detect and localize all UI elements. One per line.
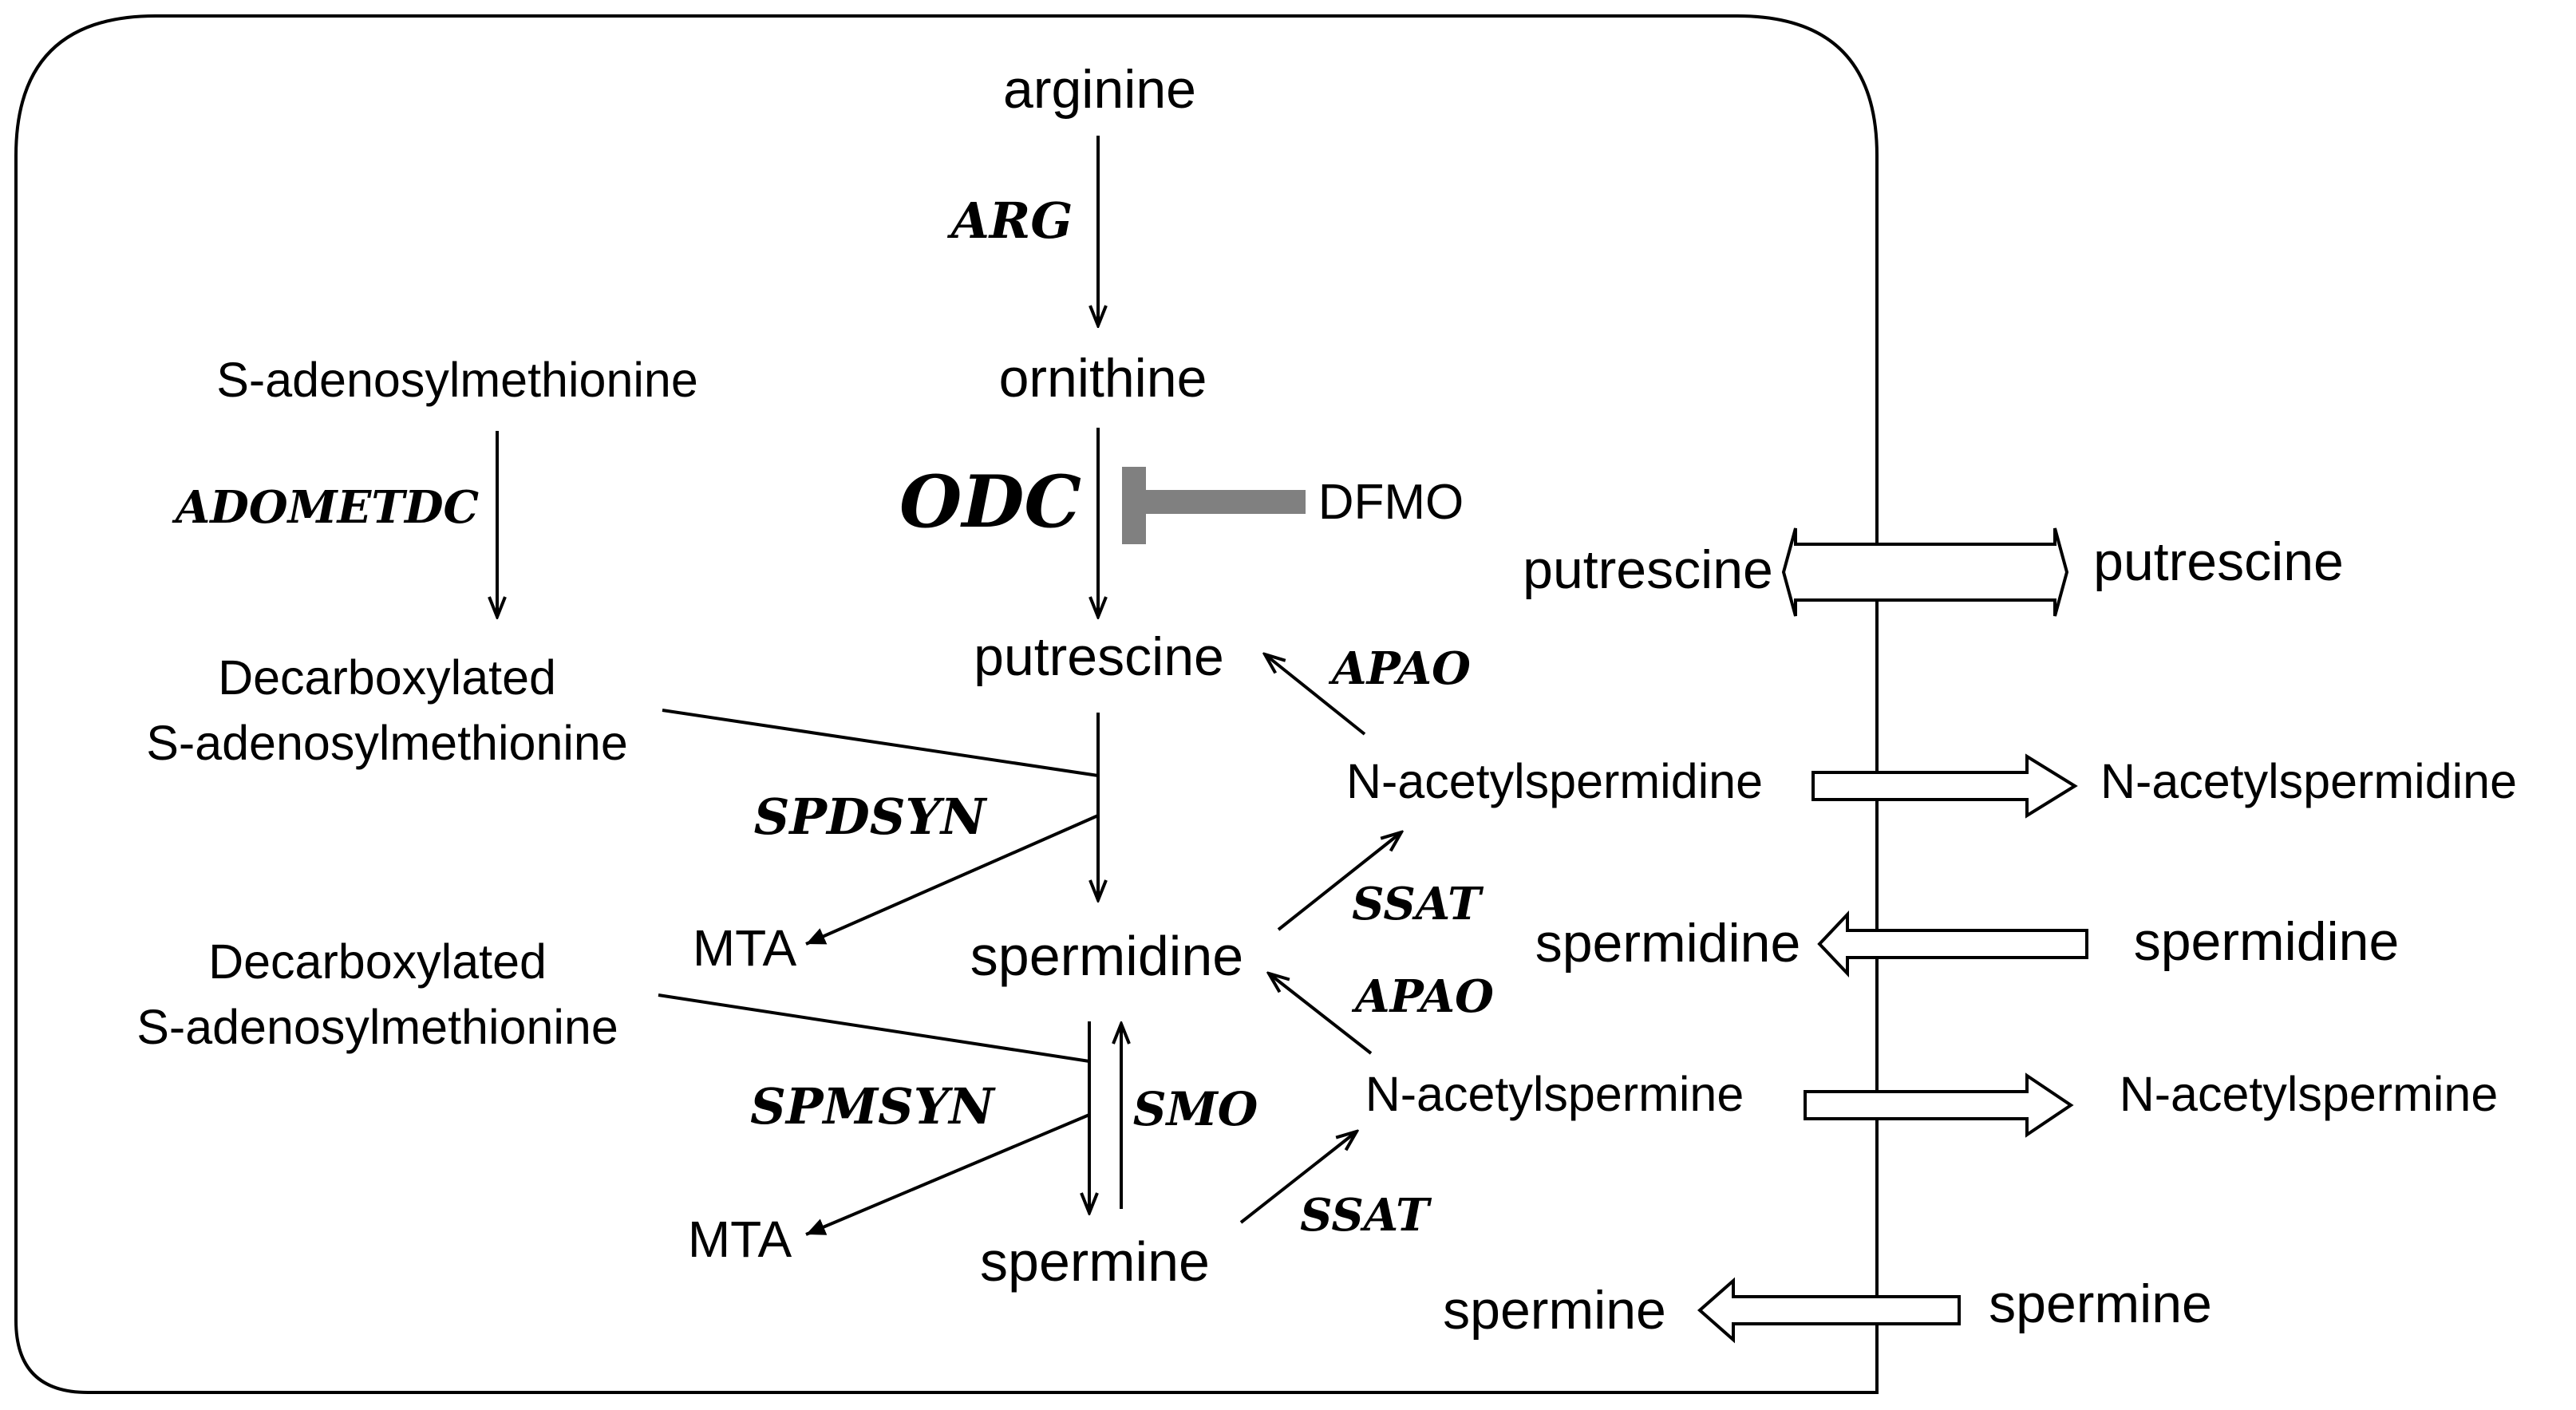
ssat-enzyme-label-1: SSAT xyxy=(1352,878,1484,930)
n-acetylspermidine-label: N-acetylspermidine xyxy=(1346,754,1763,808)
transport-arrow-n-acetylspermidine xyxy=(1811,753,2078,819)
putrescine-intracellular-label: putrescine xyxy=(1523,539,1773,600)
spmsyn-enzyme-label: SPMSYN xyxy=(750,1077,996,1136)
dcsam1-label-line2: S-adenosylmethionine xyxy=(146,716,628,770)
ornithine-label: ornithine xyxy=(999,348,1207,409)
putrescine-extracellular-label: putrescine xyxy=(2093,531,2344,592)
spermine-intracellular-label: spermine xyxy=(1443,1280,1666,1341)
arrow-to-mta-2 xyxy=(805,1113,1090,1236)
spermine-extracellular-label: spermine xyxy=(1989,1274,2212,1334)
dfmo-inhibition-bar xyxy=(1122,467,1146,544)
transport-arrow-putrescine xyxy=(1781,527,2069,617)
dfmo-inhibition-stem xyxy=(1146,490,1306,514)
mta-label-2: MTA xyxy=(688,1211,792,1268)
odc-enzyme-label: ODC xyxy=(899,460,1081,544)
transport-arrow-n-acetylspermine xyxy=(1804,1072,2074,1138)
spermidine-intracellular-label: spermidine xyxy=(1535,913,1801,974)
arrow-spermidine-to-n-acetylspermidine xyxy=(1277,832,1401,931)
ssat-enzyme-label-2: SSAT xyxy=(1300,1189,1432,1242)
mta-label-1: MTA xyxy=(693,919,797,977)
dcsam2-label-line1: Decarboxylated xyxy=(208,934,547,989)
apao-enzyme-label-1: APAO xyxy=(1328,642,1471,695)
arrow-n-acetylspermine-to-spermidine xyxy=(1269,974,1373,1055)
dcsam1-label-line1: Decarboxylated xyxy=(218,650,556,705)
transport-arrow-spermine-in xyxy=(1697,1277,1961,1344)
arginine-label: arginine xyxy=(1003,59,1196,120)
cell-membrane xyxy=(14,14,1879,1394)
arrow-n-acetylspermidine-to-putrescine xyxy=(1265,654,1366,736)
n-acetylspermine-label: N-acetylspermine xyxy=(1365,1067,1744,1121)
smo-enzyme-label: SMO xyxy=(1133,1082,1258,1136)
arrow-spermine-to-n-acetylspermine xyxy=(1239,1132,1357,1224)
arg-enzyme-label: ARG xyxy=(947,192,1073,250)
dcsam2-label-line2: S-adenosylmethionine xyxy=(136,1000,618,1054)
n-acetylspermidine-extracellular-label: N-acetylspermidine xyxy=(2100,754,2517,808)
putrescine-label: putrescine xyxy=(974,626,1224,687)
dfmo-label: DFMO xyxy=(1318,475,1464,530)
spermidine-label: spermidine xyxy=(970,925,1243,987)
arrow-to-mta-1 xyxy=(805,814,1099,946)
dcsam1-feed-line xyxy=(662,709,1099,777)
spdsyn-enzyme-label: SPDSYN xyxy=(754,788,988,846)
apao-enzyme-label-2: APAO xyxy=(1351,970,1494,1023)
spermidine-extracellular-label: spermidine xyxy=(2134,911,2400,972)
sam-label: S-adenosylmethionine xyxy=(216,353,698,407)
dcsam2-feed-line xyxy=(658,993,1090,1063)
transport-arrow-spermidine-in xyxy=(1817,910,2088,978)
n-acetylspermine-extracellular-label: N-acetylspermine xyxy=(2120,1067,2499,1121)
adometdc-enzyme-label: ADOMETDC xyxy=(172,481,480,534)
spermine-label: spermine xyxy=(980,1230,1210,1293)
